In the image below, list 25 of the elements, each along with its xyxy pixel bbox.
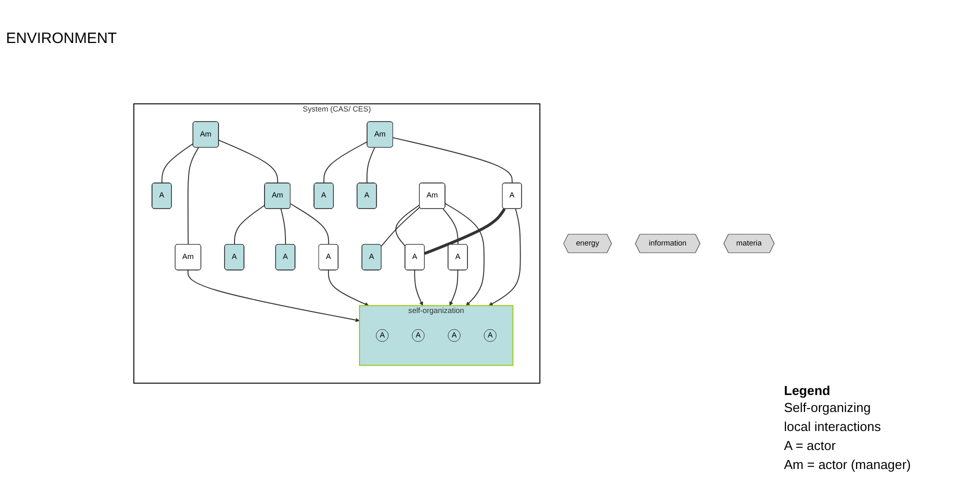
connector [395, 204, 420, 246]
legend-text: Am = actor (manager) [784, 457, 911, 472]
connector [161, 142, 194, 184]
legend-text: Self-organizing [784, 400, 871, 415]
connector [380, 206, 420, 246]
legend-text: local interactions [784, 419, 881, 434]
connector [366, 146, 376, 184]
arrow [188, 268, 360, 322]
connector [188, 146, 199, 244]
connector [392, 136, 513, 184]
connector [280, 208, 286, 244]
arrow [488, 208, 521, 306]
connector [234, 204, 266, 244]
connector [424, 208, 506, 254]
arrow [328, 268, 369, 306]
connector [218, 139, 278, 184]
legend-text: A = actor [784, 438, 836, 453]
arrow [449, 268, 458, 306]
connector [290, 202, 330, 244]
arrow [414, 268, 424, 306]
arrow [444, 202, 485, 306]
connector [442, 208, 458, 244]
connector [323, 140, 368, 184]
note-text: ENVIRONMENT [6, 30, 118, 47]
legend-title: Legend [784, 383, 832, 398]
